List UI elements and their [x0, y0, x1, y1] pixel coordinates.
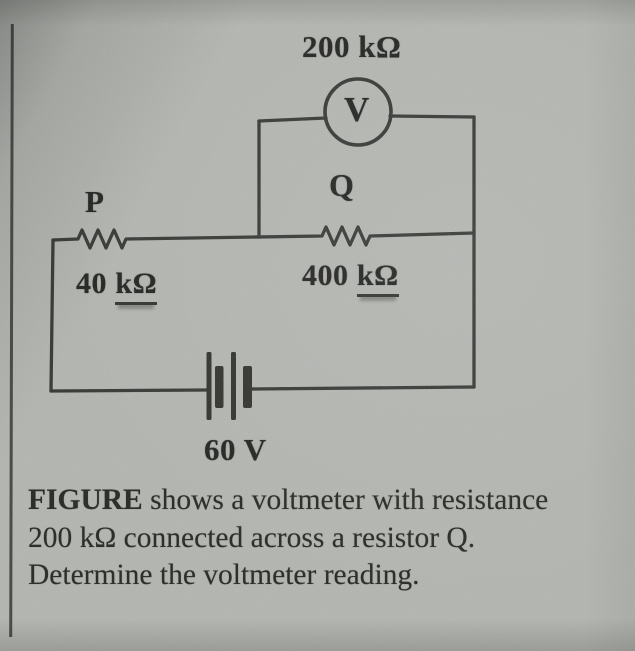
wire-voltmeter-top-right — [388, 114, 476, 119]
figure-caption: FIGURE shows a voltmeter with resistance… — [28, 482, 628, 595]
wire-voltmeter-top-left — [257, 116, 328, 123]
voltmeter-resistance-label: 200 kΩ — [302, 29, 402, 64]
resistor-p-name-label: P — [85, 184, 105, 219]
caption-figure-word: FIGURE — [28, 484, 143, 516]
caption-line-1: FIGURE shows a voltmeter with resistance — [28, 482, 628, 520]
battery-plate-short-2 — [243, 366, 252, 408]
resistor-p-value-unit: kΩ — [115, 267, 158, 305]
wire-main-with-resistors — [51, 225, 476, 250]
battery-icon — [206, 352, 252, 420]
caption-line-3: Determine the voltmeter reading. — [28, 559, 420, 591]
wire-bottom-left — [49, 388, 209, 393]
resistor-q-name-label: Q — [329, 167, 355, 203]
battery-plate-long-2 — [231, 352, 236, 420]
battery-voltage-label: 60 V — [204, 432, 267, 467]
resistor-q-value-unit: kΩ — [356, 259, 399, 297]
caption-line-2: 200 kΩ connected across a resistor Q. — [28, 521, 476, 554]
resistor-p-value-number: 40 — [76, 267, 107, 300]
resistor-q-value-number: 400 — [302, 259, 349, 292]
voltmeter-symbol-label: V — [344, 90, 370, 129]
battery-plate-short-1 — [215, 366, 224, 408]
wire-left-leg — [49, 238, 55, 393]
battery-plate-long-1 — [206, 352, 212, 420]
caption-line-1-rest: shows a voltmeter with resistance — [142, 484, 549, 516]
wire-bottom-right — [250, 385, 476, 391]
